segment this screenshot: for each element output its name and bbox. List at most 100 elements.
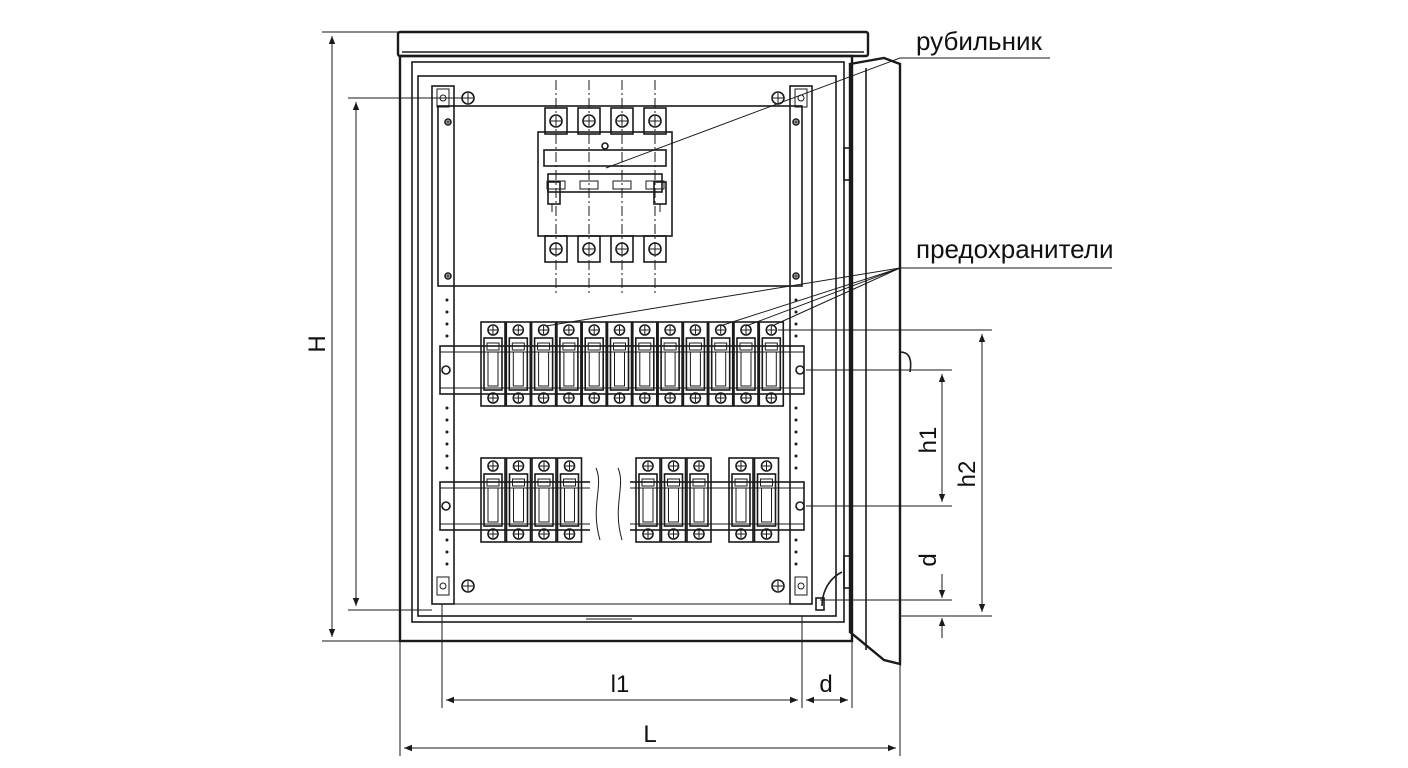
dimension-inner-height: [348, 97, 468, 611]
fuse-screw-icon: [667, 528, 680, 540]
dimension-L: [399, 641, 901, 756]
dimension-h1-label: h1: [915, 427, 942, 454]
rail-hole: [794, 430, 798, 434]
fuse-holder: [728, 457, 754, 543]
fuse-holder: [758, 321, 785, 407]
fuse-holder: [480, 321, 506, 407]
fuse-screw-icon: [689, 324, 702, 336]
fuse-screw-icon: [512, 324, 525, 336]
rail-hole: [794, 322, 798, 326]
rail-hole: [445, 466, 449, 470]
rail-hole: [794, 310, 798, 314]
fuse-screw-icon: [563, 528, 576, 540]
dimension-d-right-label: d: [915, 553, 942, 566]
fuse-holder: [480, 457, 506, 543]
dimension-h2: [778, 329, 992, 617]
fuse-screw-icon: [537, 324, 550, 336]
fuse-screw-icon: [588, 392, 601, 404]
rail-hole: [445, 442, 449, 446]
dimension-d-bottom-label: d: [819, 671, 832, 698]
rail-hole: [445, 298, 449, 302]
switch-leader: [605, 57, 1050, 169]
fuse-holder: [581, 321, 608, 407]
terminal-screw-icon: [582, 114, 596, 128]
rail-hole: [445, 562, 449, 566]
rail-hole: [794, 538, 798, 542]
rail-hole: [794, 550, 798, 554]
frame-hole: [797, 582, 805, 590]
terminal-screw-icon: [549, 242, 563, 256]
fuse-screw-icon: [760, 460, 773, 472]
rail-hole: [794, 442, 798, 446]
rail-hole: [445, 454, 449, 458]
terminal-screw-icon: [615, 114, 629, 128]
dimension-l1-label: l1: [611, 671, 630, 698]
rail-hole: [794, 418, 798, 422]
fuse-screw-icon: [765, 392, 778, 404]
dimension-h1: [806, 369, 952, 507]
fuse-holder: [635, 457, 661, 543]
fuse-screw-icon: [537, 392, 550, 404]
switch-label: рубильник: [916, 26, 1042, 56]
fuse-screw-icon: [487, 392, 499, 404]
fuse-screw-icon: [765, 324, 778, 336]
switch-pole: [577, 80, 601, 294]
fuse-screw-icon: [538, 528, 550, 540]
rail-hole: [794, 454, 798, 458]
terminal-screw-icon: [549, 114, 563, 128]
fuse-screw-icon: [714, 392, 727, 404]
fuses-label: предохранители: [916, 234, 1113, 264]
fuse-screw-icon: [638, 392, 651, 404]
din-rail-bottom: [439, 467, 805, 541]
mount-screw-icon: [461, 579, 475, 593]
fuse-holder: [660, 457, 687, 543]
terminal-screw-icon: [648, 242, 662, 256]
fuse-screw-icon: [693, 528, 705, 540]
fuse-screw-icon: [642, 528, 654, 540]
rail-hole: [445, 538, 449, 542]
dimension-d-bottom: [806, 642, 853, 708]
fuse-screw-icon: [735, 460, 747, 472]
panel-screw-icon: [792, 118, 800, 126]
switch-pole: [544, 80, 568, 294]
rail-hole: [445, 430, 449, 434]
fuse-screw-icon: [689, 392, 702, 404]
fuse-holder: [686, 457, 712, 543]
rail-hole: [445, 418, 449, 422]
fuse-holder: [556, 457, 583, 543]
fuse-screw-icon: [563, 324, 575, 336]
fuse-screw-icon: [487, 460, 499, 472]
fuse-screw-icon: [613, 324, 626, 336]
fuse-holder: [682, 321, 709, 407]
frame-slot: [794, 88, 808, 108]
fuse-holder: [657, 321, 683, 407]
dimension-h2-label: h2: [954, 461, 981, 488]
fuse-screw-icon: [563, 392, 575, 404]
frame-hole: [439, 582, 447, 590]
switch-pole: [643, 80, 667, 294]
rail-hole: [794, 562, 798, 566]
fuse-screw-icon: [664, 324, 676, 336]
rail-hole: [794, 466, 798, 470]
fuse-screw-icon: [714, 324, 727, 336]
fuse-screw-icon: [512, 392, 525, 404]
fuse-holder: [505, 457, 532, 543]
rail-hole: [794, 406, 798, 410]
switch-disconnector: [537, 80, 673, 294]
dimension-H: [322, 31, 400, 642]
cabinet-body: [396, 30, 870, 643]
panel-screw-icon: [792, 272, 800, 280]
rail-hole: [445, 550, 449, 554]
fuse-holder: [631, 321, 658, 407]
terminal-screw-icon: [615, 242, 629, 256]
frame-slot: [436, 576, 450, 596]
fuse-row-bottom: [480, 457, 780, 543]
panel-screw-icon: [444, 272, 452, 280]
fuse-holder: [606, 321, 633, 407]
mount-screw-icon: [771, 579, 785, 593]
fuse-screw-icon: [735, 528, 747, 540]
switch-pole: [610, 80, 634, 294]
rail-hole: [445, 310, 449, 314]
fuse-screw-icon: [512, 460, 525, 472]
